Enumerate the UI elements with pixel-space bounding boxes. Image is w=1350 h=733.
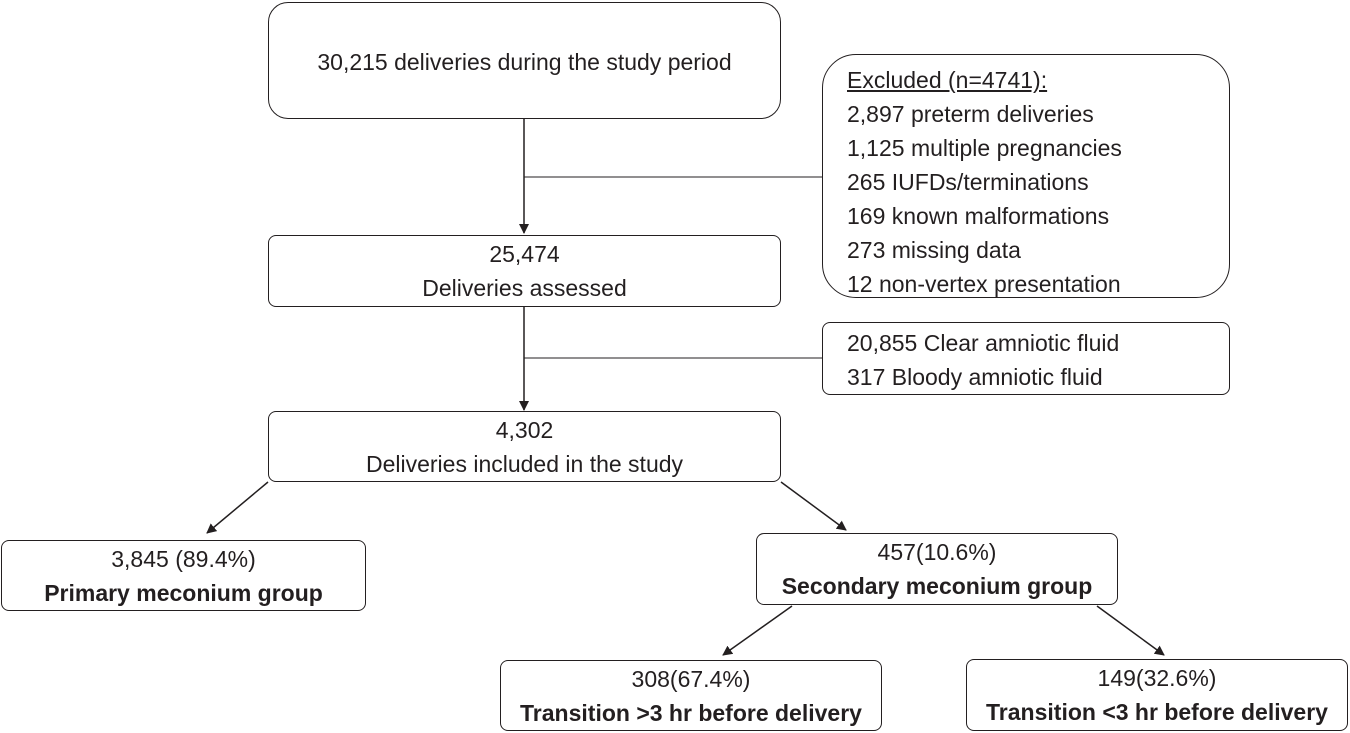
excluded-item: 169 known malformations (847, 203, 1110, 229)
excluded-item: 273 missing data (847, 237, 1021, 263)
primary-meconium-box: 3,845 (89.4%) Primary meconium group (1, 540, 366, 611)
excluded-title: Excluded (n=4741): (847, 67, 1048, 93)
assessed-box: 25,474 Deliveries assessed (268, 235, 781, 307)
excluded-item: 265 IUFDs/terminations (847, 169, 1089, 195)
assessed-label: Deliveries assessed (422, 275, 627, 301)
early-count: 308(67.4%) (631, 665, 751, 692)
primary-count: 3,845 (89.4%) (111, 545, 256, 572)
excluded-item: 1,125 multiple pregnancies (847, 135, 1122, 161)
included-box: 4,302 Deliveries included in the study (268, 411, 781, 482)
late-label: Transition <3 hr before delivery (986, 699, 1328, 725)
transition-early-box: 308(67.4%) Transition >3 hr before deliv… (500, 660, 882, 731)
fluid-item: 317 Bloody amniotic fluid (847, 364, 1103, 390)
excluded-item: 2,897 preterm deliveries (847, 101, 1094, 127)
excluded-item: 12 non-vertex presentation (847, 271, 1121, 297)
total-deliveries-text: 30,215 deliveries during the study perio… (317, 49, 732, 75)
arrow-included-to-primary (206, 481, 269, 534)
included-label: Deliveries included in the study (365, 450, 684, 477)
total-deliveries-box: 30,215 deliveries during the study perio… (268, 2, 781, 119)
late-count: 149(32.6%) (1097, 665, 1217, 691)
secondary-meconium-box: 457(10.6%) Secondary meconium group (756, 533, 1118, 605)
fluid-box: 20,855 Clear amniotic fluid 317 Bloody a… (822, 322, 1230, 395)
arrow-secondary-to-early (722, 605, 793, 656)
included-count: 4,302 (495, 416, 554, 443)
transition-late-box: 149(32.6%) Transition <3 hr before deliv… (966, 659, 1348, 731)
secondary-label: Secondary meconium group (781, 573, 1093, 599)
primary-label: Primary meconium group (44, 579, 323, 606)
assessed-count: 25,474 (489, 241, 560, 267)
excluded-box: Excluded (n=4741): 2,897 preterm deliver… (822, 54, 1230, 298)
arrow-secondary-to-late (1096, 605, 1165, 656)
fluid-item: 20,855 Clear amniotic fluid (847, 330, 1120, 356)
early-label: Transition >3 hr before delivery (520, 699, 862, 726)
secondary-count: 457(10.6%) (877, 539, 997, 565)
arrow-included-to-secondary (780, 481, 847, 531)
